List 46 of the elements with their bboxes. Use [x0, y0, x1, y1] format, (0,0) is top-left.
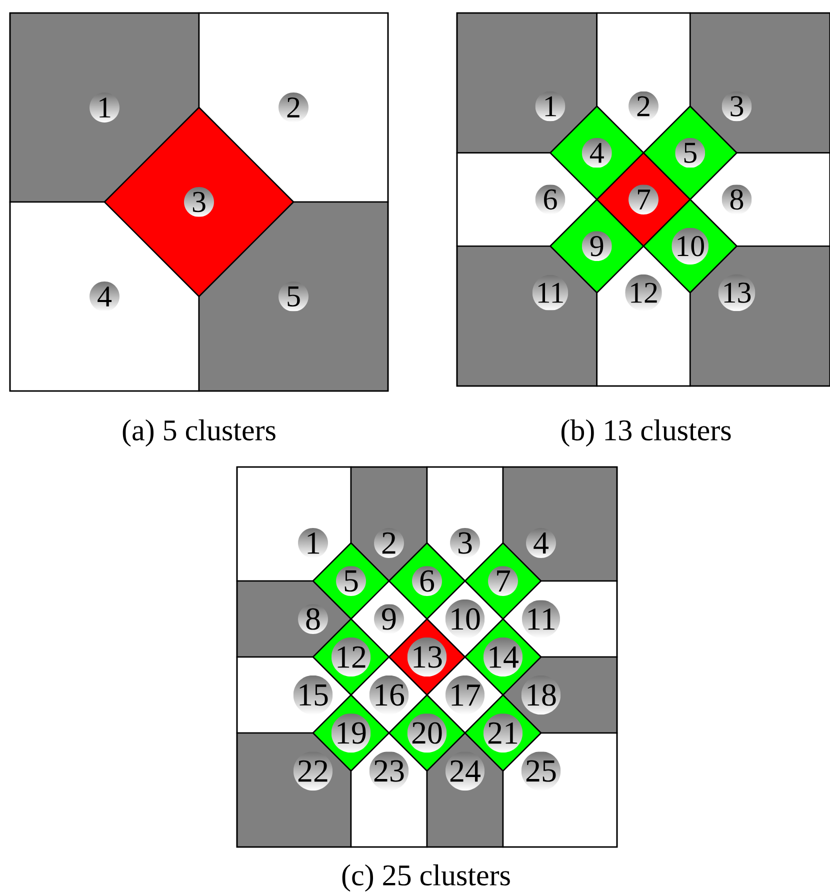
number-ball: 9	[590, 236, 604, 256]
number-ball: 25	[526, 760, 556, 782]
number-ball: 12	[338, 646, 366, 668]
number-ball: 4	[590, 143, 604, 163]
number-ball: 6	[420, 570, 434, 592]
number-ball: 3	[192, 192, 206, 212]
number-ball: 2	[287, 98, 300, 118]
number-ball: 23	[374, 760, 404, 782]
number-ball: 10	[678, 236, 704, 256]
number-ball: 7	[638, 190, 650, 210]
number-ball: 12	[631, 282, 657, 303]
number-ball: 4	[98, 286, 112, 306]
number-ball: 1	[545, 96, 556, 116]
number-ball: 5	[684, 142, 696, 163]
panel-label: (b) 13 clusters	[562, 419, 731, 447]
number-ball: 3	[458, 532, 472, 554]
number-ball: 3	[730, 96, 744, 116]
number-ball: 9	[382, 608, 396, 630]
number-ball: 24	[450, 760, 480, 782]
number-ball: 11	[528, 608, 554, 630]
number-ball: 1	[100, 98, 110, 118]
number-ball: 7	[497, 570, 510, 592]
number-ball: 1	[308, 532, 320, 554]
number-ball: 16	[376, 684, 404, 706]
number-ball: 2	[637, 96, 650, 116]
number-ball: 15	[300, 684, 328, 706]
panel-label: (c) 25 clusters	[342, 864, 510, 892]
number-ball: 22	[298, 760, 328, 782]
number-ball: 4	[534, 532, 548, 554]
number-ball: 10	[452, 608, 480, 630]
number-ball: 6	[544, 189, 557, 210]
number-ball: 5	[344, 570, 358, 592]
number-ball: 18	[528, 684, 556, 706]
number-ball: 14	[490, 646, 518, 668]
number-ball: 5	[288, 286, 300, 306]
number-ball: 11	[538, 282, 563, 303]
number-ball: 17	[452, 684, 480, 706]
panel-label: (a) 5 clusters	[122, 419, 276, 447]
number-ball: 20	[412, 722, 442, 744]
number-ball: 8	[730, 189, 744, 210]
number-ball: 8	[306, 608, 320, 630]
number-ball: 13	[414, 646, 442, 668]
number-ball: 13	[724, 282, 751, 303]
number-ball: 19	[338, 722, 366, 744]
number-ball: 21	[488, 722, 518, 744]
number-ball: 2	[382, 532, 396, 554]
